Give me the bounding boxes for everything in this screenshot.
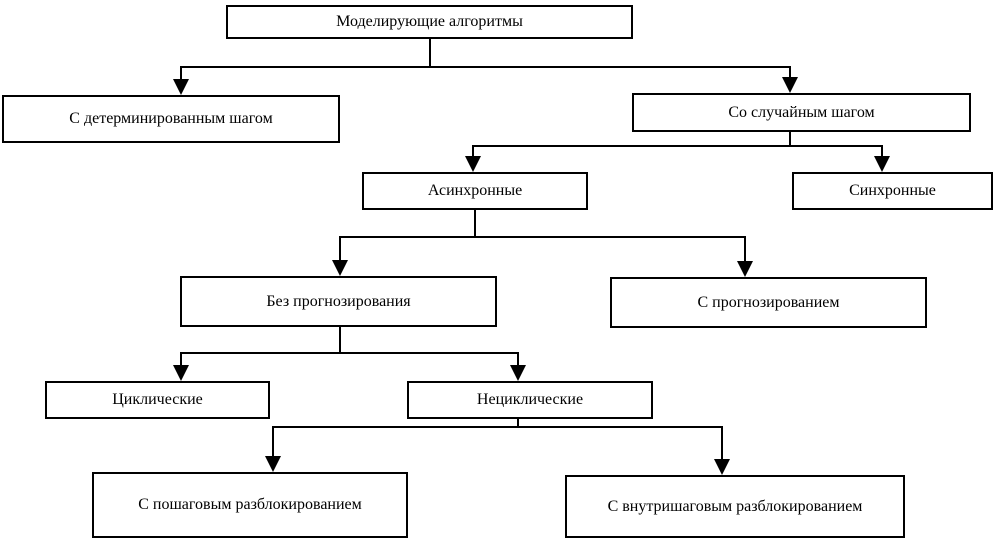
arrow-down-icon xyxy=(714,459,730,475)
connector-random-drop-right xyxy=(881,145,883,159)
node-stepwise-unlocking: С пошаговым разблокированием xyxy=(92,472,408,538)
connector-acyclic-rail xyxy=(272,426,723,428)
connector-noforecast-drop-left xyxy=(180,352,182,368)
node-modeling-algorithms: Моделирующие алгоритмы xyxy=(226,5,633,39)
connector-acyclic-drop-left xyxy=(272,426,274,458)
arrow-down-icon xyxy=(510,365,526,381)
node-without-forecasting: Без прогнозирования xyxy=(180,276,497,327)
connector-random-rail xyxy=(472,145,883,147)
connector-root-drop-right xyxy=(789,66,791,80)
arrow-down-icon xyxy=(465,156,481,172)
arrow-down-icon xyxy=(737,261,753,277)
connector-root-stem xyxy=(429,39,431,68)
connector-noforecast-stem xyxy=(339,327,341,354)
connector-root-drop-left xyxy=(180,66,182,82)
arrow-down-icon xyxy=(874,156,890,172)
connector-async-rail xyxy=(339,236,746,238)
node-intrastep-unlocking: С внутришаговым разблокированием xyxy=(565,475,905,538)
connector-acyclic-drop-right xyxy=(721,426,723,461)
connector-async-stem xyxy=(474,210,476,238)
connector-random-stem xyxy=(789,132,791,147)
node-random-step: Со случайным шагом xyxy=(632,93,971,132)
connector-async-drop-left xyxy=(339,236,341,263)
arrow-down-icon xyxy=(332,260,348,276)
arrow-down-icon xyxy=(173,365,189,381)
node-acyclic: Нециклические xyxy=(407,381,653,419)
connector-noforecast-drop-right xyxy=(517,352,519,368)
connector-acyclic-stem xyxy=(517,419,519,428)
arrow-down-icon xyxy=(173,79,189,95)
node-cyclic: Циклические xyxy=(45,381,270,419)
node-deterministic-step: С детерминированным шагом xyxy=(2,95,340,143)
connector-root-rail xyxy=(180,66,791,68)
arrow-down-icon xyxy=(265,456,281,472)
arrow-down-icon xyxy=(782,77,798,93)
node-with-forecasting: С прогнозированием xyxy=(610,277,927,328)
node-asynchronous: Асинхронные xyxy=(362,172,588,210)
connector-async-drop-right xyxy=(744,236,746,264)
connector-random-drop-left xyxy=(472,145,474,159)
node-synchronous: Синхронные xyxy=(792,172,993,210)
connector-noforecast-rail xyxy=(180,352,519,354)
